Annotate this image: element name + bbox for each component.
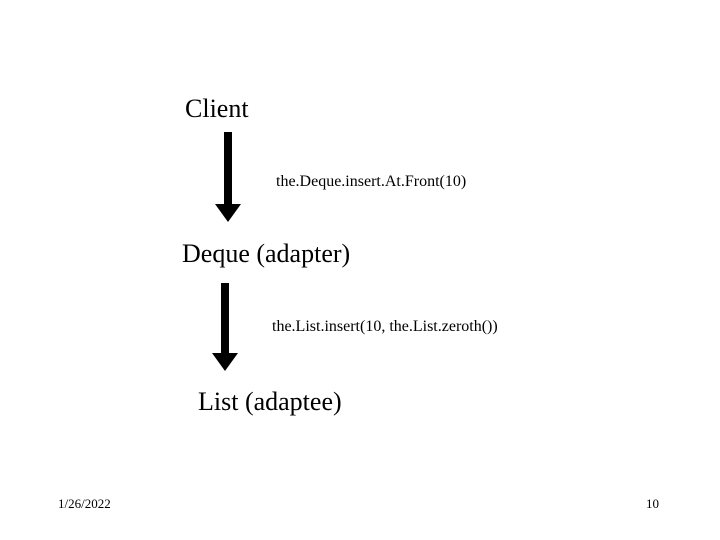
message-label-list-insert: the.List.insert(10, the.List.zeroth())	[272, 318, 498, 335]
arrow-deque-to-list	[212, 283, 238, 371]
arrow-head	[215, 204, 241, 222]
arrow-shaft	[224, 132, 232, 204]
node-label-list: List (adaptee)	[198, 387, 342, 416]
footer-date: 1/26/2022	[58, 496, 111, 511]
node-label-client: Client	[185, 94, 249, 123]
arrow-shaft	[221, 283, 229, 353]
arrow-client-to-deque	[215, 132, 241, 222]
message-label-insert-at-front: the.Deque.insert.At.Front(10)	[276, 173, 467, 190]
arrow-head	[212, 353, 238, 371]
node-label-deque: Deque (adapter)	[182, 239, 351, 268]
footer-slide-number: 10	[646, 496, 659, 511]
